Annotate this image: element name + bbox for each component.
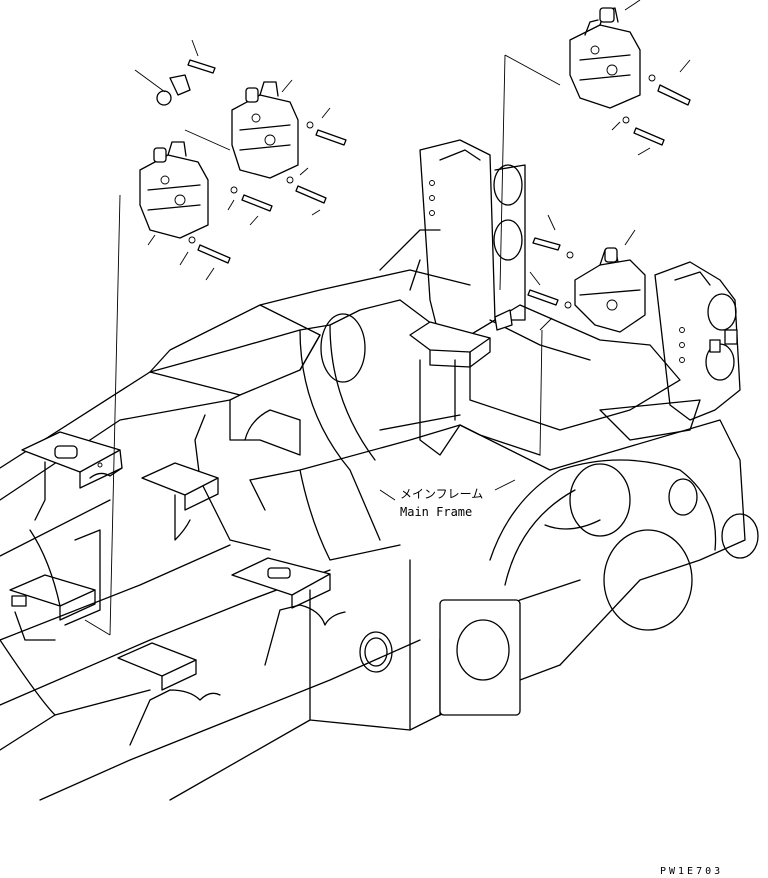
control-valve-right-frame	[527, 214, 646, 333]
bracket-bottom-left	[117, 642, 221, 746]
drawing-code: PW1E703	[660, 866, 723, 877]
part-name-jp: メインフレーム	[400, 487, 483, 501]
bracket-center-upper	[141, 462, 219, 541]
main-frame-drawing	[0, 54, 759, 801]
bracket-left-lower	[9, 529, 101, 641]
bracket-left-upper	[21, 431, 123, 521]
control-valve-lower-left	[139, 141, 273, 281]
control-valve-upper-left	[134, 39, 347, 216]
part-name-en: Main Frame	[400, 505, 472, 519]
bracket-center-lower	[231, 557, 346, 666]
control-valve-top-right	[504, 0, 691, 156]
